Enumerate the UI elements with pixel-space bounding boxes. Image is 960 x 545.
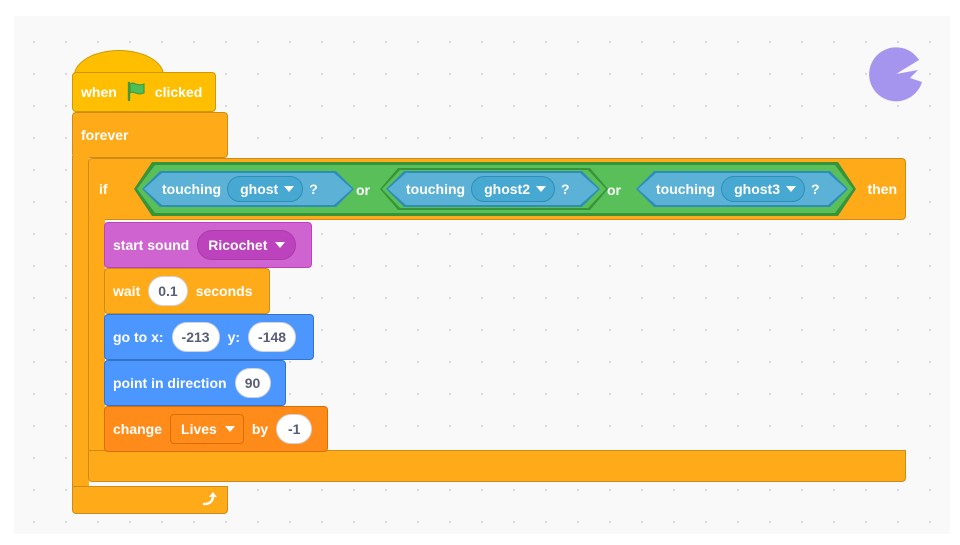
start-sound-block[interactable]: start sound Ricochet xyxy=(104,222,312,268)
loop-arrow-icon xyxy=(201,490,219,511)
forever-block-bottom xyxy=(72,486,228,514)
touching-ghost2-block[interactable]: touching ghost2 ? xyxy=(388,173,598,205)
point-in-direction-block[interactable]: point in direction 90 xyxy=(104,360,286,406)
direction-input[interactable]: 90 xyxy=(234,368,271,398)
touching-label: touching xyxy=(162,181,222,197)
clicked-label: clicked xyxy=(154,84,203,100)
forever-block[interactable]: forever xyxy=(72,112,228,158)
point-in-direction-label: point in direction xyxy=(113,375,227,391)
if-block-bottom xyxy=(88,450,906,482)
y-label: y: xyxy=(227,329,241,345)
forever-block-arm xyxy=(72,156,89,496)
go-to-xy-block[interactable]: go to x: -213 y: -148 xyxy=(104,314,314,360)
dropdown-value: ghost3 xyxy=(734,181,780,197)
go-to-x-label: go to x: xyxy=(113,329,164,345)
change-label: change xyxy=(113,421,163,437)
wait-seconds-input[interactable]: 0.1 xyxy=(148,276,188,306)
pac-man-logo-icon xyxy=(866,44,926,109)
touching-target-dropdown[interactable]: ghost xyxy=(227,176,303,202)
when-flag-clicked-block[interactable]: when clicked xyxy=(72,72,216,112)
dropdown-value: ghost xyxy=(240,181,279,197)
question-mark: ? xyxy=(309,181,318,197)
if-block-arm xyxy=(88,218,105,454)
wait-label: wait xyxy=(113,283,141,299)
change-variable-block[interactable]: change Lives by -1 xyxy=(104,406,328,452)
question-mark: ? xyxy=(561,181,570,197)
seconds-label: seconds xyxy=(195,283,253,299)
touching-target-dropdown[interactable]: ghost3 xyxy=(721,176,805,202)
chevron-down-icon xyxy=(275,242,286,248)
sound-dropdown[interactable]: Ricochet xyxy=(197,230,297,260)
chevron-down-icon xyxy=(224,426,235,432)
chevron-down-icon xyxy=(786,186,796,192)
by-label: by xyxy=(251,421,269,437)
touching-target-dropdown[interactable]: ghost2 xyxy=(471,176,555,202)
if-label: if xyxy=(99,181,108,197)
forever-label: forever xyxy=(81,127,129,143)
start-sound-label: start sound xyxy=(113,237,190,253)
touching-ghost-block[interactable]: touching ghost ? xyxy=(144,173,352,205)
then-label: then xyxy=(867,181,897,197)
change-amount-input[interactable]: -1 xyxy=(276,414,313,444)
touching-ghost3-block[interactable]: touching ghost3 ? xyxy=(638,173,846,205)
y-input[interactable]: -148 xyxy=(248,322,297,352)
variable-dropdown[interactable]: Lives xyxy=(170,414,244,444)
chevron-down-icon xyxy=(536,186,546,192)
sound-dropdown-value: Ricochet xyxy=(208,237,268,253)
or-label-outer: or xyxy=(356,182,370,198)
chevron-down-icon xyxy=(284,186,294,192)
touching-label: touching xyxy=(406,181,466,197)
when-label: when xyxy=(81,84,117,100)
variable-dropdown-value: Lives xyxy=(181,421,217,437)
script-workspace[interactable]: when clicked forever if then or or xyxy=(14,16,950,534)
green-flag-icon xyxy=(125,80,147,105)
or-label-inner: or xyxy=(607,182,621,198)
question-mark: ? xyxy=(811,181,820,197)
x-input[interactable]: -213 xyxy=(171,322,220,352)
touching-label: touching xyxy=(656,181,716,197)
wait-block[interactable]: wait 0.1 seconds xyxy=(104,268,270,314)
dropdown-value: ghost2 xyxy=(484,181,530,197)
